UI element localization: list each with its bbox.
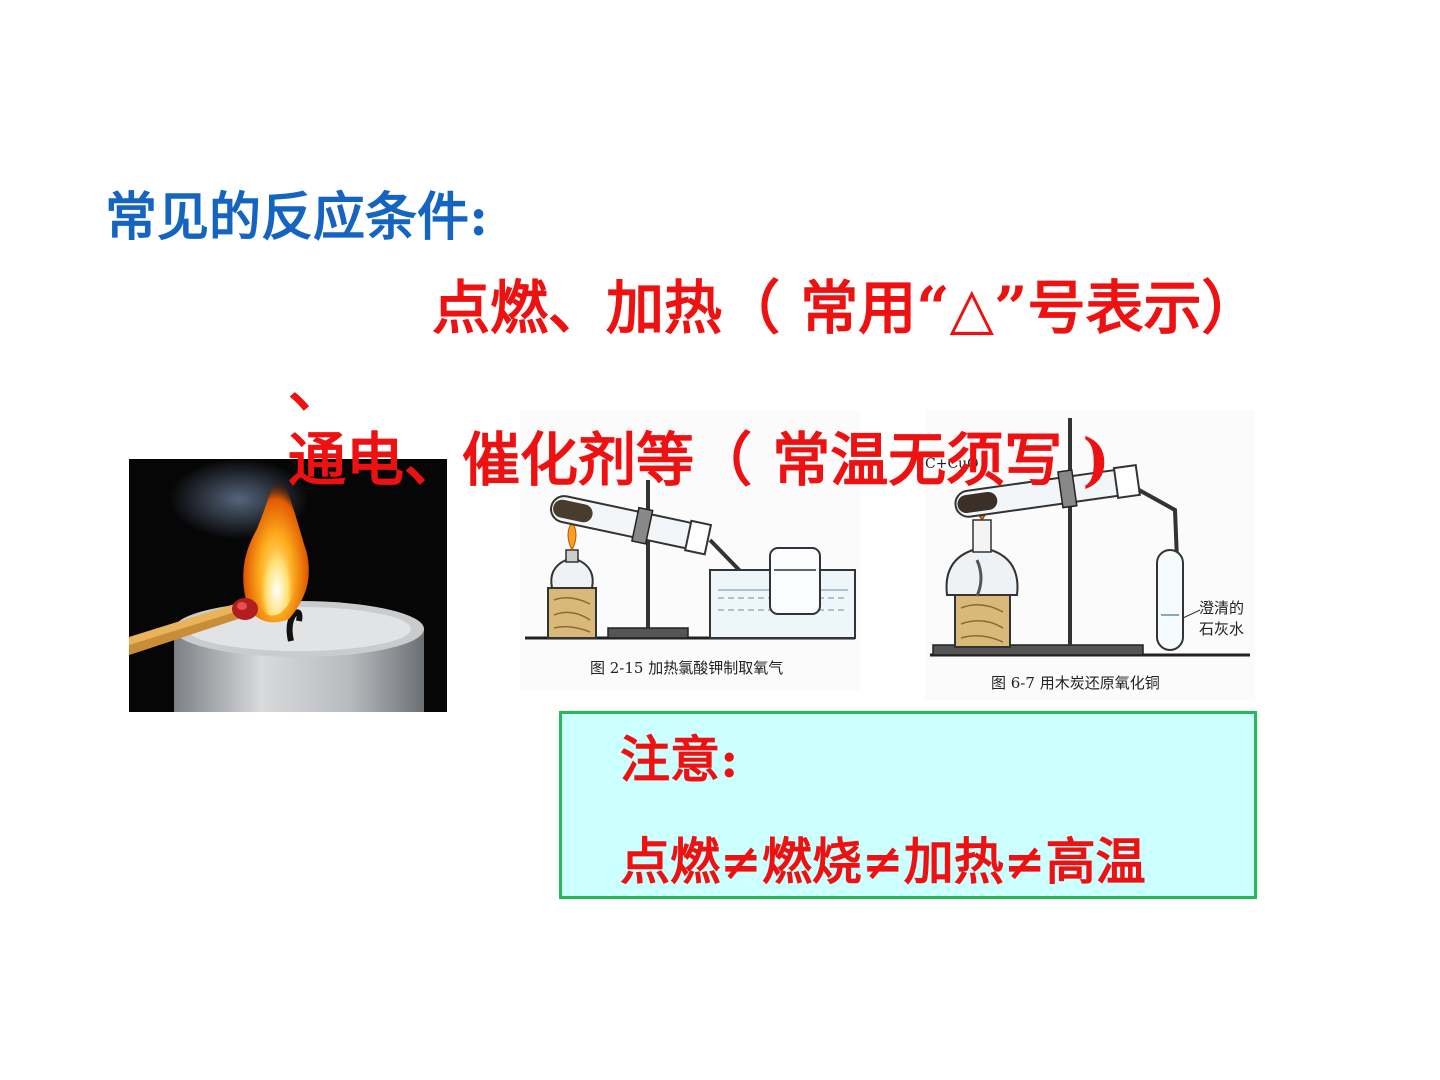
flask-apparatus-icon (525, 480, 856, 640)
conditions-line-1: 点燃、加热（ 常用“△”号表示） (432, 274, 1260, 342)
conditions-line-2: 通电、催化剂等（ 常温无须写 ) (288, 426, 1110, 494)
figure-2-limewater-label-2: 石灰水 (1199, 620, 1245, 638)
figure-copper-oxide-reduction-apparatus: C+CuO 澄清的 石灰水 图 6-7 用木炭还原氧化铜 (925, 410, 1255, 700)
note-body: 点燃≠燃烧≠加热≠高温 (620, 832, 1146, 891)
figure-2-caption: 图 6-7 用木炭还原氧化铜 (991, 674, 1160, 692)
match-flame-illustration (129, 459, 447, 712)
figure-potassium-chlorate-apparatus: 图 2-15 加热氯酸钾制取氧气 (520, 410, 860, 690)
figure-2-reactants-label: C+CuO (925, 456, 979, 472)
match-flame-photo (129, 459, 447, 712)
figure-1-caption: 图 2-15 加热氯酸钾制取氧气 (590, 659, 784, 677)
conditions-comma: 、 (288, 352, 347, 420)
reduction-apparatus-icon (930, 418, 1250, 657)
note-box: 注意: 点燃≠燃烧≠加热≠高温 (559, 711, 1257, 899)
note-title: 注意: (620, 730, 739, 789)
slide-heading: 常见的反应条件: (105, 187, 489, 248)
figure-2-limewater-label-1: 澄清的 (1199, 599, 1245, 617)
